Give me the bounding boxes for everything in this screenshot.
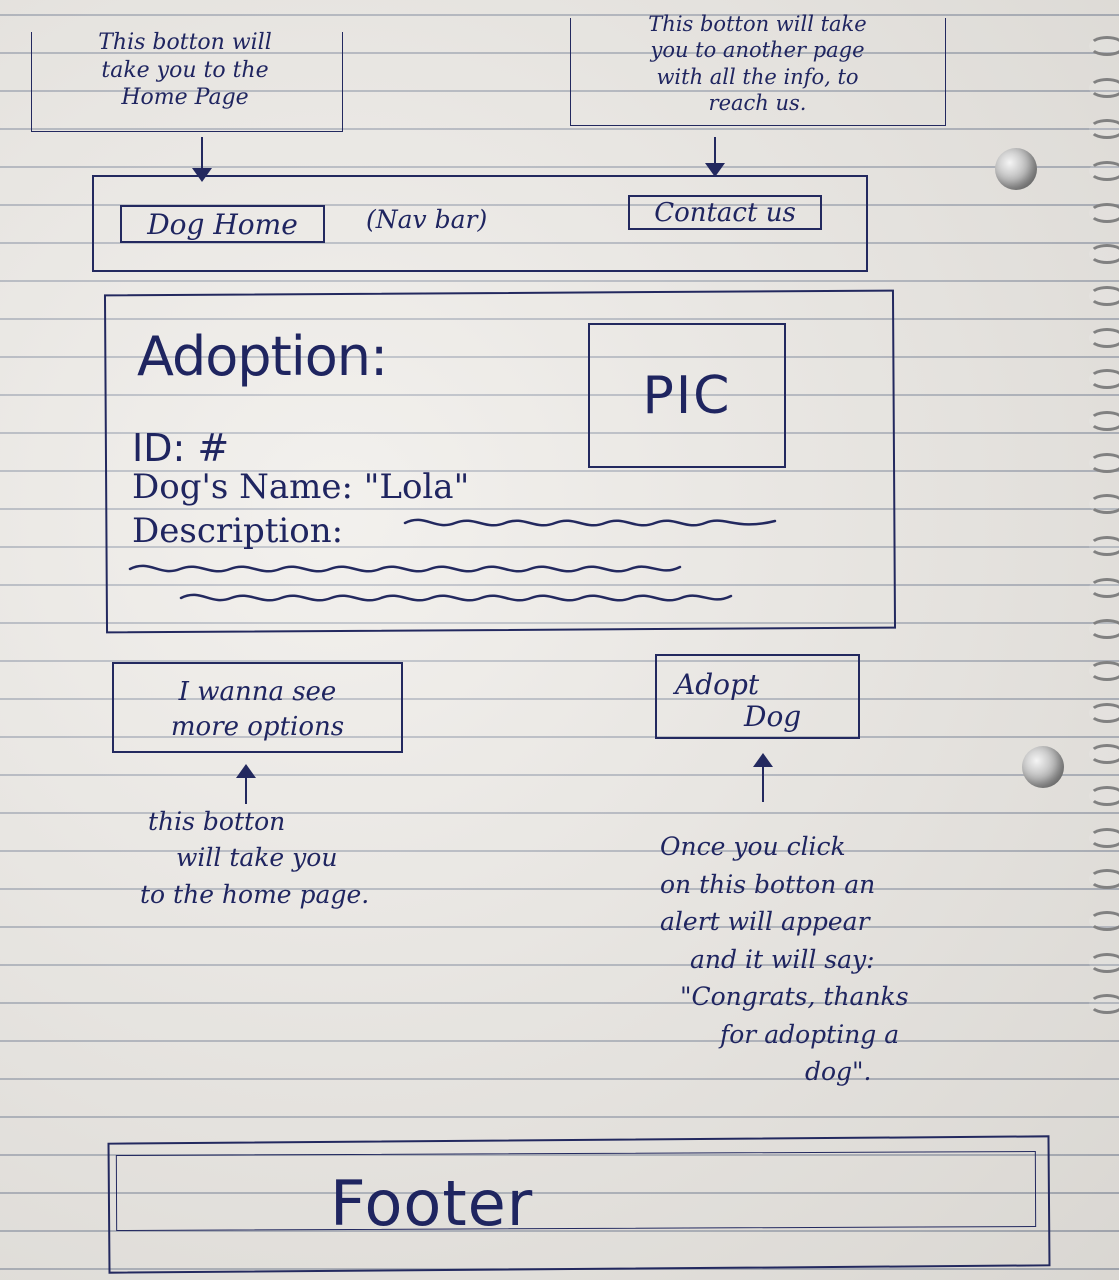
top-right-note-box <box>570 18 946 126</box>
footer-label: Footer <box>330 1167 534 1240</box>
footer-inner-line <box>115 1150 1037 1232</box>
top-left-note-box <box>31 32 343 132</box>
top-right-note: This botton will take you to another pag… <box>575 11 940 116</box>
bottom-left-note-line-2: will take you <box>176 843 338 873</box>
bottom-right-note-line-3: alert will appear <box>660 907 870 936</box>
bottom-left-arrow-head <box>236 764 256 778</box>
bottom-right-note-line-4: and it will say: <box>690 944 875 974</box>
dog-name: Dog's Name: "Lola" <box>132 467 470 507</box>
binder-hole-top <box>995 148 1037 190</box>
top-right-note-line-1: This botton will take <box>648 12 867 36</box>
top-right-arrow-stem <box>714 137 716 167</box>
pic-label: PIC <box>642 365 732 426</box>
adopt-dog-button[interactable]: Adopt Dog <box>655 654 860 739</box>
bottom-right-note-line-2: on this botton an <box>660 869 876 899</box>
bottom-right-arrow-head <box>753 753 773 767</box>
bottom-left-arrow-stem <box>245 776 247 804</box>
top-right-note-line-3: with all the info, to <box>656 64 859 89</box>
bottom-left-note: this botton will take you to the home pa… <box>140 804 470 913</box>
top-right-note-line-4: reach us. <box>708 90 807 115</box>
top-right-arrow-head <box>705 163 725 177</box>
navbar <box>92 175 868 272</box>
contact-us-button[interactable]: Contact us <box>628 195 822 230</box>
description-squiggle-3 <box>179 593 733 602</box>
more-options-button[interactable]: I wanna see more options <box>112 662 403 753</box>
top-right-note-line-2: you to another page <box>650 38 865 63</box>
adopt-line-1: Adopt <box>675 668 760 701</box>
top-left-note-line-3: Home Page <box>121 85 249 110</box>
contact-us-label: Contact us <box>654 197 796 228</box>
dog-description-label: Description: <box>132 511 344 551</box>
adoption-title: Adoption: <box>137 325 388 388</box>
top-left-note-line-2: take you to the <box>101 57 269 83</box>
top-left-note-line-1: This botton will <box>98 30 272 55</box>
adopt-line-2: Dog <box>744 700 802 734</box>
navbar-label: (Nav bar) <box>366 205 488 234</box>
top-left-note: This botton will take you to the Home Pa… <box>35 29 335 112</box>
bottom-right-note-line-6: for adopting a <box>720 1019 900 1049</box>
binder-hole-bottom <box>1022 746 1064 788</box>
home-nav-button[interactable]: Dog Home <box>120 205 325 243</box>
top-left-arrow-stem <box>201 137 203 171</box>
bottom-left-note-line-3: to the home page. <box>140 879 370 909</box>
description-squiggle-2 <box>128 564 682 573</box>
bottom-right-note-line-1: Once you click <box>660 832 846 861</box>
bottom-left-note-line-1: this botton <box>148 807 286 836</box>
more-options-line-1: I wanna see <box>178 677 337 707</box>
bottom-right-note-line-5: "Congrats, thanks <box>680 982 909 1011</box>
more-options-line-2: more options <box>170 712 345 743</box>
home-nav-label: Dog Home <box>147 207 298 241</box>
dog-id: ID: # <box>132 426 230 470</box>
description-squiggle-1 <box>403 518 777 527</box>
bottom-right-note: Once you click on this botton an alert w… <box>650 828 1040 1091</box>
bottom-right-arrow-stem <box>762 765 764 802</box>
dog-picture-placeholder: PIC <box>588 323 786 468</box>
bottom-right-note-line-7: dog". <box>805 1057 872 1086</box>
